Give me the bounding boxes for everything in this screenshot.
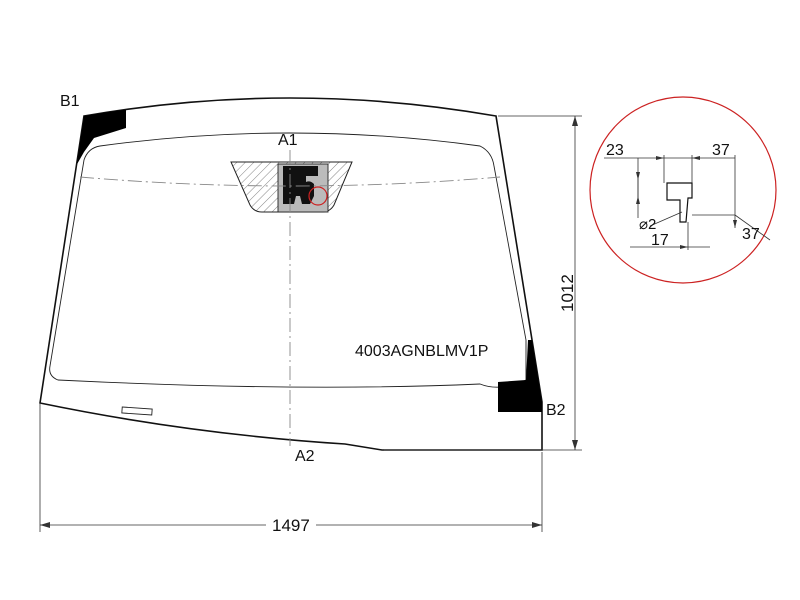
detail-arrow-5 xyxy=(680,245,688,249)
part-number: 4003AGNBLMV1P xyxy=(355,343,488,360)
width-arrow-left xyxy=(40,522,50,528)
detail-callout-marker xyxy=(308,186,328,206)
detail-view: 23 37 ⌀2 17 37 xyxy=(589,96,777,284)
height-dimension-label: 1012 xyxy=(558,274,577,312)
vin-marking xyxy=(121,406,153,416)
height-arrow-top xyxy=(572,116,578,126)
width-arrow-right xyxy=(532,522,542,528)
width-label-bg xyxy=(266,514,316,536)
detail-circle xyxy=(589,96,777,284)
ceramic-corner-b1 xyxy=(70,110,126,166)
detail-arrow-6 xyxy=(733,220,737,228)
detail-arrow-3 xyxy=(636,172,640,180)
point-label-b2: B2 xyxy=(546,402,566,419)
detail-arrow-2 xyxy=(692,156,700,160)
detail-arrow-4 xyxy=(636,196,640,204)
point-label-b1: B1 xyxy=(60,93,80,110)
detail-leader xyxy=(649,211,683,227)
detail-dim-diameter: ⌀2 xyxy=(639,216,656,233)
detail-bracket-profile xyxy=(666,182,693,223)
detail-dim-right-leader xyxy=(734,214,771,241)
width-dimension-label: 1497 xyxy=(272,516,310,535)
detail-dim-top-left: 23 xyxy=(606,142,624,159)
detail-dim-top-right: 37 xyxy=(712,142,730,159)
sunband-line xyxy=(79,176,501,187)
ceramic-corner-b2 xyxy=(498,340,542,412)
detail-dim-bottom-label: 17 xyxy=(651,232,669,249)
inner-border-outline xyxy=(49,132,527,388)
windshield-outline xyxy=(39,97,543,451)
point-label-a1: A1 xyxy=(278,132,298,149)
detail-dim-right-label: 37 xyxy=(742,226,760,243)
point-label-a2: A2 xyxy=(295,448,315,465)
detail-arrow-1 xyxy=(656,156,664,160)
height-arrow-bottom xyxy=(572,440,578,450)
